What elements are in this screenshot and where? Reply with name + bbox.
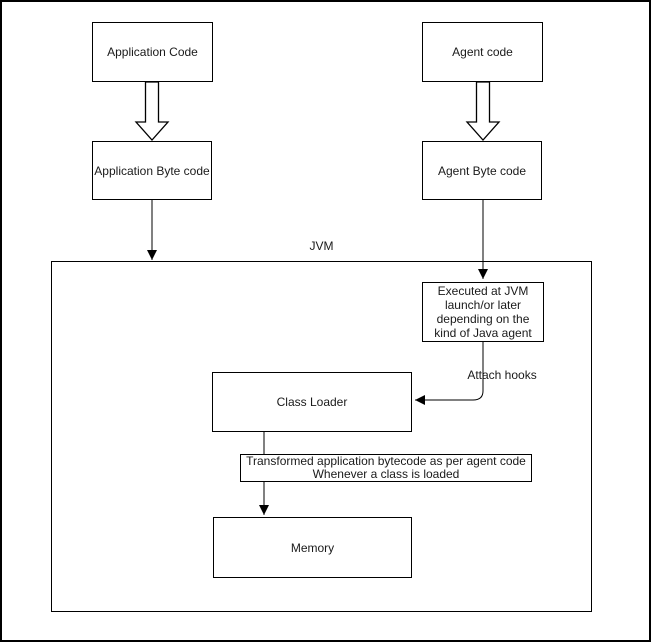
attach-hooks-edge-label: Attach hooks xyxy=(467,368,537,382)
agent-bytecode-node: Agent Byte code xyxy=(422,141,542,200)
transformed-note-node: Transformed application bytecode as per … xyxy=(240,454,532,482)
application-bytecode-node: Application Byte code xyxy=(92,141,212,200)
executed-note-line: depending on the xyxy=(436,312,530,326)
block-arrow-agent-icon xyxy=(465,81,501,141)
class-loader-label: Class Loader xyxy=(276,395,348,409)
agent-bytecode-label: Agent Byte code xyxy=(437,163,527,178)
application-code-label: Application Code xyxy=(107,45,198,59)
executed-note-line: kind of Java agent xyxy=(434,326,532,340)
transformed-note-line: Whenever a class is loaded xyxy=(312,467,460,481)
executed-note-node: Executed at JVM launch/or later dependin… xyxy=(422,282,544,342)
application-code-node: Application Code xyxy=(92,22,213,82)
block-arrow-application-icon xyxy=(134,81,170,141)
agent-code-node: Agent code xyxy=(422,22,543,82)
agent-code-label: Agent code xyxy=(452,45,513,59)
executed-note-line: Executed at JVM xyxy=(437,284,529,298)
transformed-note-line: Transformed application bytecode as per … xyxy=(246,454,526,468)
class-loader-node: Class Loader xyxy=(212,372,412,432)
memory-node: Memory xyxy=(213,517,412,578)
executed-note-line: launch/or later xyxy=(444,298,522,312)
application-bytecode-label: Application Byte code xyxy=(94,163,210,178)
memory-label: Memory xyxy=(290,540,335,555)
transformed-note-text: Transformed application bytecode as per … xyxy=(246,455,526,481)
jvm-container-label: JVM xyxy=(309,239,334,253)
jvm-container xyxy=(51,261,592,612)
executed-note-text: Executed at JVM launch/or later dependin… xyxy=(434,284,531,340)
